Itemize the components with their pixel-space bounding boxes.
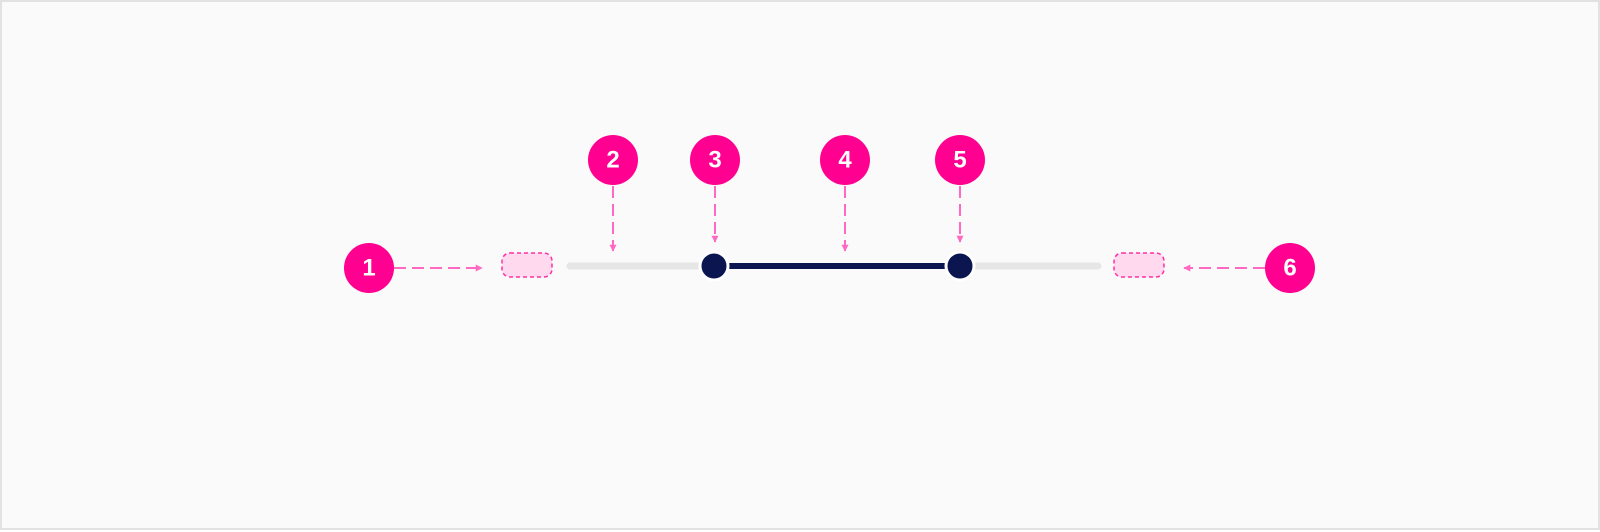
callout-badge-6: 6 bbox=[1265, 243, 1315, 293]
callout-number: 6 bbox=[1283, 255, 1296, 282]
end-handle[interactable] bbox=[944, 250, 976, 282]
callout-number: 5 bbox=[953, 147, 966, 174]
callout-badge-1: 1 bbox=[344, 243, 394, 293]
callout-badge-3: 3 bbox=[690, 135, 740, 185]
callout-badge-2: 2 bbox=[588, 135, 638, 185]
callout-number: 3 bbox=[708, 147, 721, 174]
range-slider bbox=[501, 250, 1165, 282]
start-handle[interactable] bbox=[698, 250, 730, 282]
callout-connectors bbox=[394, 186, 1265, 272]
max-value-label bbox=[1113, 252, 1165, 278]
callout-number: 4 bbox=[838, 147, 852, 174]
callout-badge-5: 5 bbox=[935, 135, 985, 185]
callout-number: 1 bbox=[362, 255, 375, 282]
min-value-label bbox=[501, 252, 553, 278]
callout-badge-4: 4 bbox=[820, 135, 870, 185]
callout-number: 2 bbox=[606, 147, 619, 174]
